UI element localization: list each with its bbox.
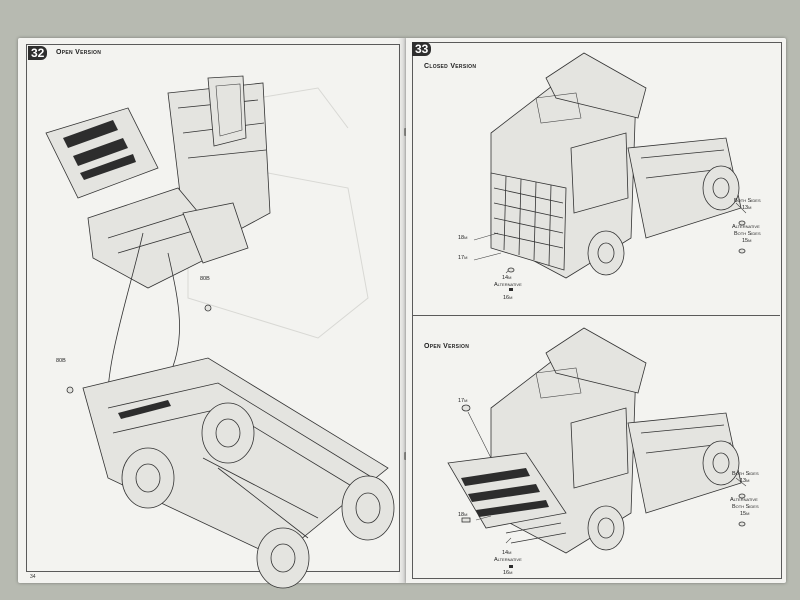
open-truck-illustration: [447, 327, 747, 568]
step-33-frame: [412, 42, 782, 579]
step-32-title: Open Version: [56, 49, 102, 56]
open-label-16m: 16m: [503, 570, 513, 576]
open-label-14m: 14m: [502, 550, 512, 556]
page-number: 34: [30, 574, 36, 580]
part-label-80b-upper: 80B: [200, 276, 210, 282]
open-label-13m: 13m: [740, 478, 750, 484]
closed-label-alternative: Alternative: [494, 282, 522, 288]
open-label-both-sides-2: Both Sides: [732, 504, 759, 510]
closed-label-15m: 15m: [742, 238, 752, 244]
open-label-15m: 15m: [740, 511, 750, 517]
cab-illustration: [45, 75, 395, 589]
closed-label-17m: 17m: [458, 255, 468, 261]
open-label-alternative-2: Alternative: [730, 497, 758, 503]
closed-truck-illustration: [473, 52, 747, 291]
step-number-33: 33: [412, 42, 432, 56]
closed-label-13m: 13m: [742, 205, 752, 211]
closed-label-18m: 18m: [458, 235, 468, 241]
closed-label-both-sides: Both Sides: [734, 198, 761, 204]
closed-label-16m: 16m: [503, 295, 513, 301]
step-number-32: 32: [28, 46, 48, 60]
open-label-both-sides: Both Sides: [732, 471, 759, 477]
part-label-80b-lower: 80B: [56, 358, 66, 364]
closed-label-14m: 14m: [502, 275, 512, 281]
closed-label-alternative-2: Alternative: [732, 224, 760, 230]
open-label-17m: 17m: [458, 398, 468, 404]
open-version-title: Open Version: [424, 343, 470, 350]
open-label-alternative: Alternative: [494, 557, 522, 563]
step-33-divider: [412, 315, 780, 316]
closed-label-both-sides-2: Both Sides: [734, 231, 761, 237]
open-label-18m: 18m: [458, 512, 468, 518]
right-page: 33 Closed Version: [406, 38, 786, 583]
left-page: 32 Open Version: [18, 38, 406, 589]
step-32-frame: [26, 44, 400, 572]
closed-version-title: Closed Version: [424, 63, 477, 70]
